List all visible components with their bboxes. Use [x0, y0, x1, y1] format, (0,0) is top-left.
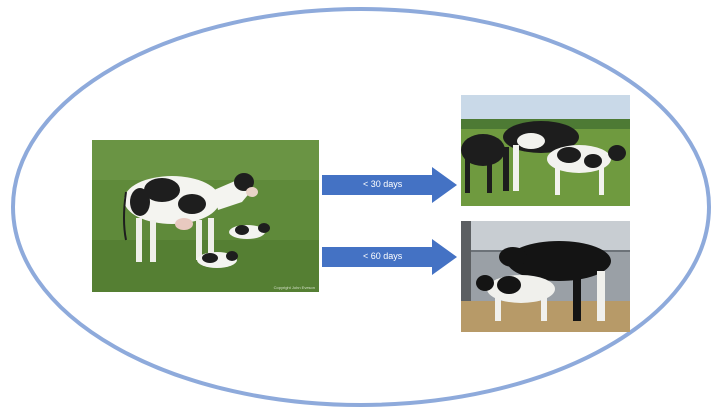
arrow-60-days-label: < 60 days [363, 251, 403, 261]
cows-mating-pasture-photo [461, 95, 630, 206]
photo-credit: Copyright John Eveson [273, 285, 315, 290]
cow-with-calves-photo: Copyright John Eveson [92, 140, 319, 292]
arrow-30-days-label: < 30 days [363, 179, 403, 189]
cows-mating-barn-photo [461, 221, 630, 332]
arrow-30-days [322, 167, 457, 203]
arrow-60-days [322, 239, 457, 275]
